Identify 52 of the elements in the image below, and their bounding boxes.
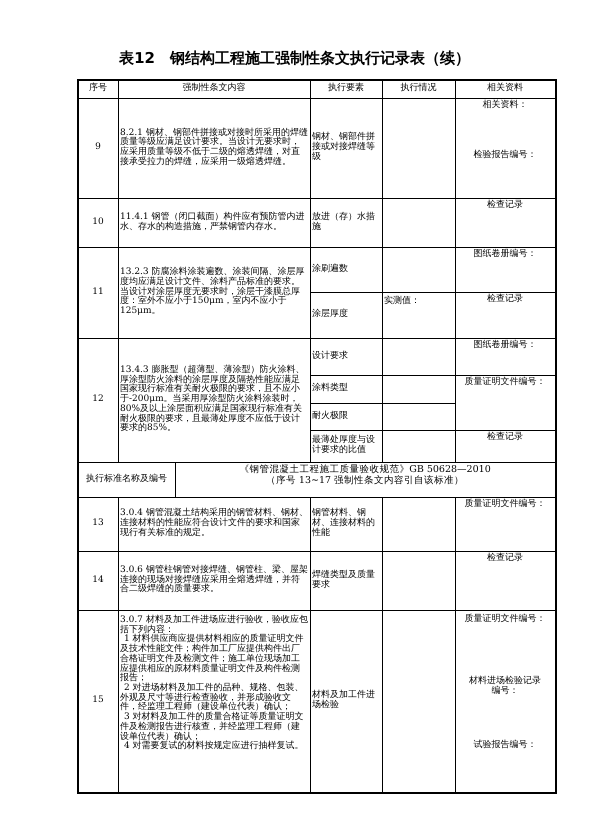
record-reference: 质量证明文件编号： <box>464 500 546 510</box>
standard-label: 执行标准名称及编号 <box>86 474 167 484</box>
requirement-text: 材料及加工件进场检验 <box>312 691 376 711</box>
record-reference: 试验报告编号： <box>474 741 536 751</box>
column-header: 执行情况 <box>400 84 436 94</box>
table-title: 表12 钢结构工程施工强制性条文执行记录表（续） <box>119 49 470 67</box>
requirement-text: 焊缝类型及质量要求 <box>312 570 376 590</box>
row-number: 12 <box>92 395 104 405</box>
column-header: 序号 <box>89 84 107 94</box>
clause-item: 1 材料供应商应提供材料相应的质量证明文件及技术性能文件；构件加工厂应提供构件出厂合格证明文件及检测文件；施工单位现场加工应提供相应的原材料质量证明文件及构件检测报告； <box>120 635 305 684</box>
clause-text: 13.4.3 膨胀型（超薄型、薄涂型）防火涂料、厚涂型防火涂料的涂层厚度及隔热性能应满足国家现行标准有关耐火极限的要求，且不应小于-200μm。当采用厚涂型防火涂料涂装时，80%及以上涂层面积应满足国家现行标准有关耐火极限的要求，且最薄处厚度不应低于设计要求的85%。 <box>120 366 306 434</box>
status-text: 实测值： <box>384 297 420 307</box>
clause-item: 2 对进场材料及加工件的品种、规格、包装、外观及尺寸等进行检查验收，并形成验收文件，经监理工程师（建设单位代表）确认； <box>120 684 305 712</box>
requirement-text: 涂层厚度 <box>312 310 348 320</box>
row-number: 14 <box>92 576 104 586</box>
clause-item: 4 对需要复试的材料按规定应进行抽样复试。 <box>123 742 305 752</box>
record-reference: 检查记录 <box>487 295 523 305</box>
requirement-text: 涂料类型 <box>312 384 348 394</box>
column-header: 相关资料 <box>487 84 523 94</box>
record-reference: 检查记录 <box>487 554 523 564</box>
clause-text: 11.4.1 钢管（闭口截面）构件应有预防管内进水、存水的构造措施，严禁钢管内存水。 <box>120 212 306 232</box>
record-reference: 材料进场检验记录编号： <box>468 677 542 696</box>
record-reference: 质量证明文件编号： <box>464 615 546 625</box>
record-reference: 图纸卷册编号： <box>474 341 536 351</box>
requirement-text: 涂刷遍数 <box>312 264 348 274</box>
clause-text: 13.2.3 防腐涂料涂装遍数、涂装间隔、涂层厚度均应满足设计文件、涂料产品标准的要求。当设计对涂层厚度无要求时，涂层干漆膜总厚度：室外不应小于150μm，室内不应小于125μm。 <box>120 268 306 317</box>
clause-item: 3 对材料及加工件的质量合格证等质量证明文件及检测报告进行核查，并经监理工程师（建设单位代表）确认； <box>120 713 305 742</box>
requirement-text: 放进（存）水措施 <box>312 212 376 232</box>
row-number: 10 <box>92 218 104 228</box>
record-reference: 检查记录 <box>487 201 523 211</box>
clause-text: 3.0.7 材料及加工件进场应进行验收，验收应包括下列内容： <box>120 616 308 635</box>
row-number: 9 <box>95 143 101 153</box>
standard-note: （序号 13~17 强制性条文内容引自该标准） <box>266 476 464 486</box>
requirement-text: 最薄处厚度与设计要求的比值 <box>312 436 376 456</box>
clause-text: 3.0.4 钢管混凝土结构采用的钢管材料、钢材、连接材料的性能应符合设计文件的要求和国家现行有关标准的规定。 <box>120 509 308 539</box>
row-number: 13 <box>92 519 104 529</box>
record-reference: 图纸卷册编号： <box>474 250 536 260</box>
requirement-text: 钢材、钢部件拼接或对接焊缝等级 <box>312 133 376 163</box>
record-reference: 检验报告编号： <box>474 151 536 161</box>
record-reference: 检查记录 <box>487 433 523 443</box>
column-header: 强制性条文内容 <box>182 84 246 94</box>
record-reference: 质量证明文件编号： <box>464 378 546 388</box>
clause-text: 8.2.1 钢材、钢部件拼接或对接时所采用的焊缝质量等级应满足设计要求。当设计无要求时，应采用质量等级不低于二级的熔透焊缝，对直接承受拉力的焊缝，应采用一级熔透焊缝。 <box>120 128 308 168</box>
clause-text: 3.0.6 钢管柱钢管对接焊缝、钢管柱、梁、屋架连接的现场对接焊缝应采用全熔透焊缝，并符合二级焊缝的质量要求。 <box>120 566 308 596</box>
requirement-text: 耐火极限 <box>312 412 348 422</box>
requirement-text: 钢管材料、钢材、连接材料的性能 <box>312 509 376 539</box>
row-number: 15 <box>92 696 104 706</box>
column-header: 执行要素 <box>328 84 364 94</box>
row-number: 11 <box>92 288 104 298</box>
record-reference: 相关资料： <box>482 101 528 111</box>
standard-reference: 《钢管混凝土工程施工质量验收规范》GB 50628—2010 <box>239 465 491 475</box>
requirement-text: 设计要求 <box>312 352 348 362</box>
